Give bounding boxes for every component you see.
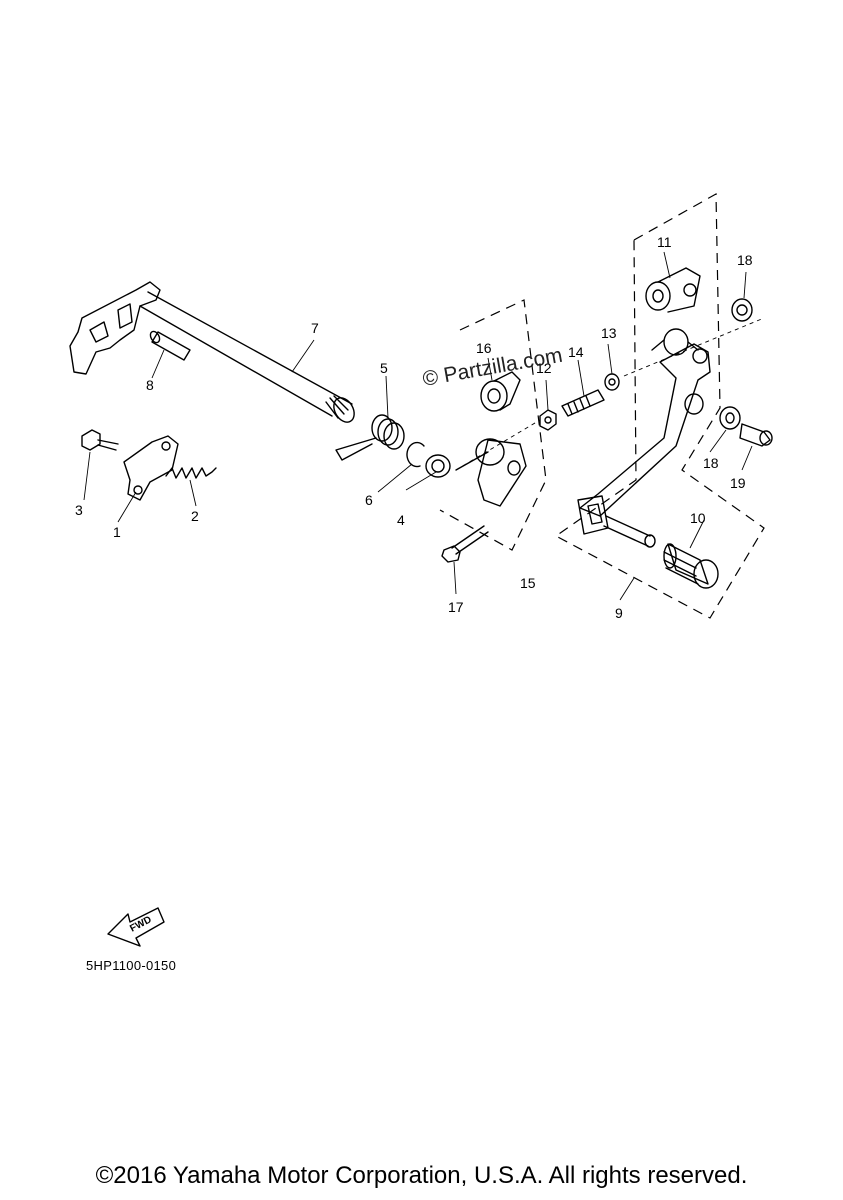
callout-5: 5 (380, 360, 388, 376)
callout-19: 19 (730, 475, 746, 491)
bolt-part-19 (739, 423, 773, 447)
forward-arrow-icon (107, 907, 165, 947)
circlip-part-6 (406, 441, 425, 468)
callout-10: 10 (690, 510, 706, 526)
bolt-part-3 (81, 429, 119, 451)
rod-end-part-16 (480, 371, 521, 412)
pedal-rubber-part-10 (663, 543, 719, 589)
callout-4: 4 (397, 512, 405, 528)
callout-16: 16 (476, 340, 492, 356)
callout-3: 3 (75, 502, 83, 518)
torsion-spring-part-5 (335, 414, 405, 461)
fwd-label: FWD (128, 914, 153, 934)
callout-9: 9 (615, 605, 623, 621)
leader-lines (83, 251, 765, 601)
callout-15: 15 (520, 575, 536, 591)
callout-18-lower: 18 (703, 455, 719, 471)
callout-8: 8 (146, 377, 154, 393)
diagram-code: 5HP1100-0150 (86, 958, 177, 973)
shift-arm-part-15 (455, 438, 527, 507)
nut-part-13 (604, 373, 620, 391)
threaded-rod-part-14 (561, 389, 605, 417)
copyright-notice: ©2016 Yamaha Motor Corporation, U.S.A. A… (95, 1162, 748, 1189)
group-outline-part-15 (439, 299, 547, 551)
spring-part-2 (165, 467, 217, 479)
callout-7: 7 (311, 320, 319, 336)
callout-13: 13 (601, 325, 617, 341)
rod-end-part-11 (645, 267, 701, 313)
shift-shaft-part-7 (69, 281, 355, 423)
callout-6: 6 (365, 492, 373, 508)
callout-2: 2 (191, 508, 199, 524)
callout-14: 14 (568, 344, 584, 360)
callout-18-upper: 18 (737, 252, 753, 268)
callout-11: 11 (657, 234, 672, 250)
bolt-part-17 (441, 525, 489, 563)
shift-guide-part-1 (123, 435, 179, 501)
callout-17: 17 (448, 599, 464, 615)
washer-part-4 (425, 454, 451, 478)
washer-part-18-lower (719, 406, 741, 430)
callout-12: 12 (536, 360, 552, 376)
watermark: © Partzilla.com (421, 344, 564, 391)
nut-part-12 (539, 409, 557, 431)
group-outline-part-9 (554, 192, 765, 619)
shift-pedal-part-9 (577, 328, 711, 548)
washer-part-18-upper (731, 298, 753, 322)
dowel-pin-part-8 (149, 330, 191, 361)
callout-1: 1 (113, 524, 121, 540)
